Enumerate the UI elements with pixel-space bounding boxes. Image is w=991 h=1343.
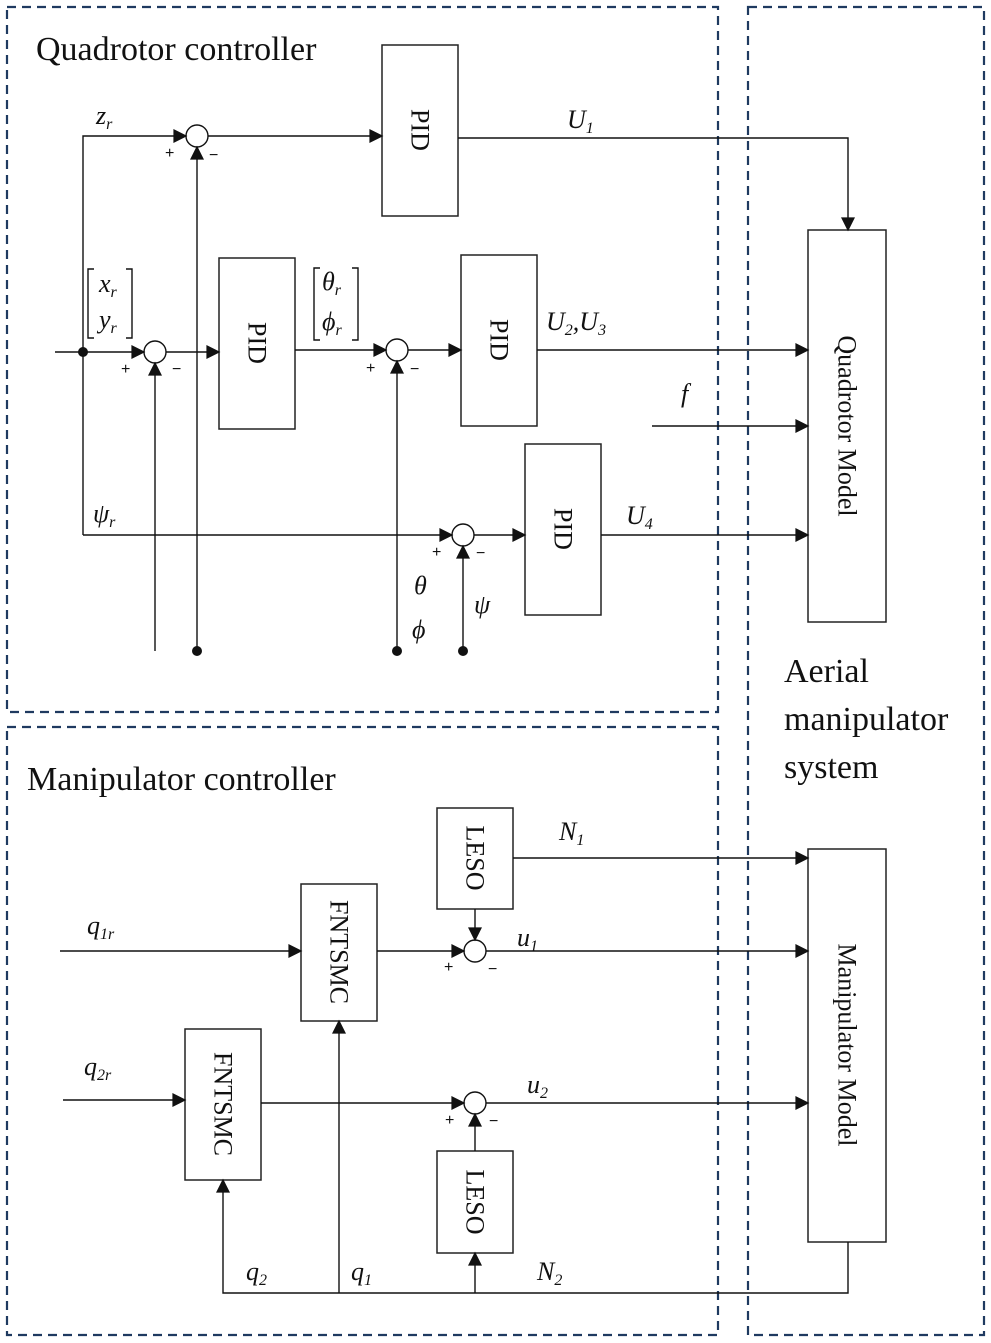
pid-z-block — [381, 44, 459, 217]
label-zr: zr — [95, 101, 113, 133]
xy-vector-bracket-right — [126, 268, 133, 339]
sign-minus-xy: − — [172, 361, 181, 378]
quadrotor-controller-title: Quadrotor controller — [36, 31, 317, 68]
system-title-line-2: manipulator — [784, 701, 949, 738]
sign-plus-yaw: + — [432, 544, 441, 561]
leso-2-block — [436, 1150, 514, 1254]
u1-output-line — [458, 137, 855, 232]
pid-attitude-block — [460, 254, 538, 427]
pid-z-label: PID — [406, 109, 435, 151]
label-xr: xr — [98, 269, 118, 301]
label-U2-U3: U2,U3 — [546, 307, 606, 339]
pid-xy-block — [218, 257, 296, 430]
label-q1: q1 — [351, 1257, 372, 1289]
label-N1: N1 — [558, 817, 584, 849]
xy-vector-bracket-left — [87, 268, 94, 339]
sign-plus-u1: + — [444, 959, 453, 976]
attitude-vector-bracket-right — [352, 267, 359, 341]
sign-plus-attitude: + — [366, 360, 375, 377]
label-theta: θ — [414, 571, 427, 600]
manipulator-controller-region — [5, 725, 720, 1337]
manipulator-model-block — [807, 848, 887, 1243]
sign-minus-z: − — [209, 147, 218, 164]
sign-plus-xy: + — [121, 361, 130, 378]
sign-minus-u2: − — [489, 1113, 498, 1130]
label-q2: q2 — [246, 1257, 267, 1289]
label-q1r: q1r — [87, 911, 115, 943]
sum-junction-yaw — [451, 523, 475, 547]
pid-yaw-label: PID — [549, 508, 578, 550]
fntsmc-2-block — [184, 1028, 262, 1181]
label-phi-r: ϕr — [322, 307, 342, 339]
fntsmc-1-block — [300, 883, 378, 1022]
xy-branch-dot — [78, 347, 88, 357]
system-title-line-3: system — [784, 749, 878, 786]
q2-feedback-line — [216, 1178, 849, 1294]
attitude-feedback-dot — [392, 646, 402, 656]
label-U4: U4 — [626, 501, 653, 533]
label-f: f — [681, 379, 692, 408]
label-psi-r: ψr — [93, 499, 116, 531]
leso-1-label: LESO — [461, 826, 490, 891]
label-u1: u1 — [517, 923, 538, 955]
quadrotor-controller-region — [5, 5, 720, 714]
yaw-feedback-dot — [458, 646, 468, 656]
label-yr: yr — [96, 305, 118, 337]
quadrotor-model-block — [807, 229, 887, 623]
quadrotor-model-label: Quadrotor Model — [833, 335, 862, 516]
sum-junction-z — [185, 124, 209, 148]
sign-plus-u2: + — [445, 1112, 454, 1129]
fntsmc-1-label: FNTSMC — [325, 900, 354, 1004]
label-N2: N2 — [536, 1257, 562, 1289]
sum-junction-u2 — [463, 1091, 487, 1115]
leso-2-label: LESO — [461, 1170, 490, 1235]
sum-junction-xy — [143, 340, 167, 364]
pid-attitude-label: PID — [485, 319, 514, 361]
sign-minus-u1: − — [488, 961, 497, 978]
manipulator-model-label: Manipulator Model — [833, 944, 862, 1147]
label-U1: U1 — [567, 105, 594, 137]
system-title-line-1: Aerial — [784, 653, 869, 690]
label-theta-r: θr — [322, 267, 342, 299]
sign-plus-z: + — [165, 145, 174, 162]
label-phi: ϕ — [412, 615, 425, 644]
aerial-system-region — [746, 5, 986, 1337]
label-u2: u2 — [527, 1070, 548, 1102]
label-psi: ψ — [474, 590, 491, 619]
attitude-vector-bracket-left — [313, 267, 320, 341]
label-q2r: q2r — [84, 1052, 112, 1084]
pid-yaw-block — [524, 443, 602, 616]
pid-xy-label: PID — [243, 322, 272, 364]
zr-signal-line — [82, 129, 188, 535]
sum-junction-u1 — [463, 939, 487, 963]
manipulator-controller-title: Manipulator controller — [27, 761, 336, 798]
z-feedback-dot — [192, 646, 202, 656]
fntsmc-2-label: FNTSMC — [209, 1052, 238, 1156]
sign-minus-yaw: − — [476, 545, 485, 562]
sum-junction-attitude — [385, 338, 409, 362]
sign-minus-attitude: − — [410, 361, 419, 378]
